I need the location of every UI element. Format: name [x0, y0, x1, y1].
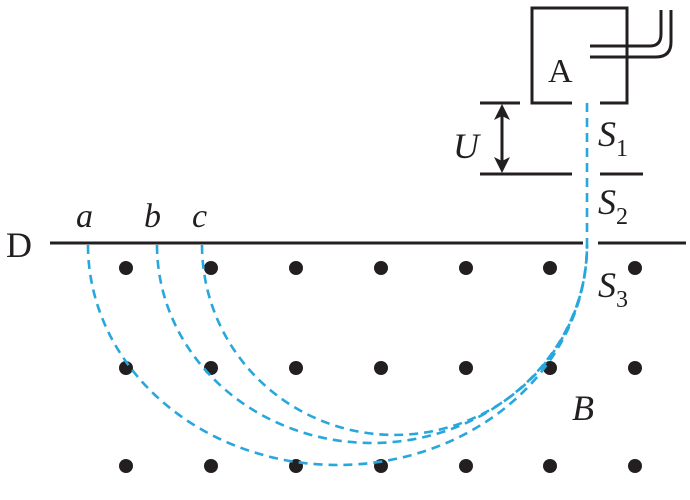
point-b-label: b	[144, 198, 161, 235]
source-label: A	[548, 53, 573, 90]
field-dot	[459, 261, 473, 275]
field-dot	[289, 361, 303, 375]
field-dot	[204, 459, 218, 473]
field-dot	[204, 361, 218, 375]
trajectory-b	[155, 244, 589, 445]
field-dot	[628, 261, 642, 275]
field-dot	[628, 459, 642, 473]
field-dot	[289, 261, 303, 275]
field-dot	[119, 459, 133, 473]
field-dot	[459, 459, 473, 473]
field-dot	[459, 361, 473, 375]
field-dot	[543, 361, 557, 375]
magnetic-field-dots	[119, 261, 642, 473]
trajectory-a	[86, 244, 589, 467]
slit-labels: S1 S2 S3	[598, 114, 628, 313]
voltage-arrow: U	[453, 104, 510, 173]
trajectory-c	[200, 244, 589, 437]
field-dot	[628, 361, 642, 375]
plate-d: D	[6, 225, 686, 265]
field-dot	[374, 261, 388, 275]
field-dot	[374, 361, 388, 375]
field-dot	[204, 261, 218, 275]
field-dot	[119, 261, 133, 275]
field-label: B	[572, 388, 594, 428]
impact-labels: a b c	[76, 198, 207, 235]
field-dot	[543, 459, 557, 473]
point-a-label: a	[76, 198, 93, 235]
field-dot	[543, 261, 557, 275]
ion-trajectories	[86, 103, 589, 467]
plate-label: D	[6, 225, 32, 265]
ion-source: A	[530, 6, 673, 105]
slit-s2-label: S2	[598, 182, 628, 230]
accelerating-plates	[480, 101, 643, 176]
voltage-label: U	[453, 126, 481, 166]
slit-s1-label: S1	[598, 114, 628, 162]
slit-s3-label: S3	[598, 265, 628, 313]
point-c-label: c	[192, 198, 207, 235]
